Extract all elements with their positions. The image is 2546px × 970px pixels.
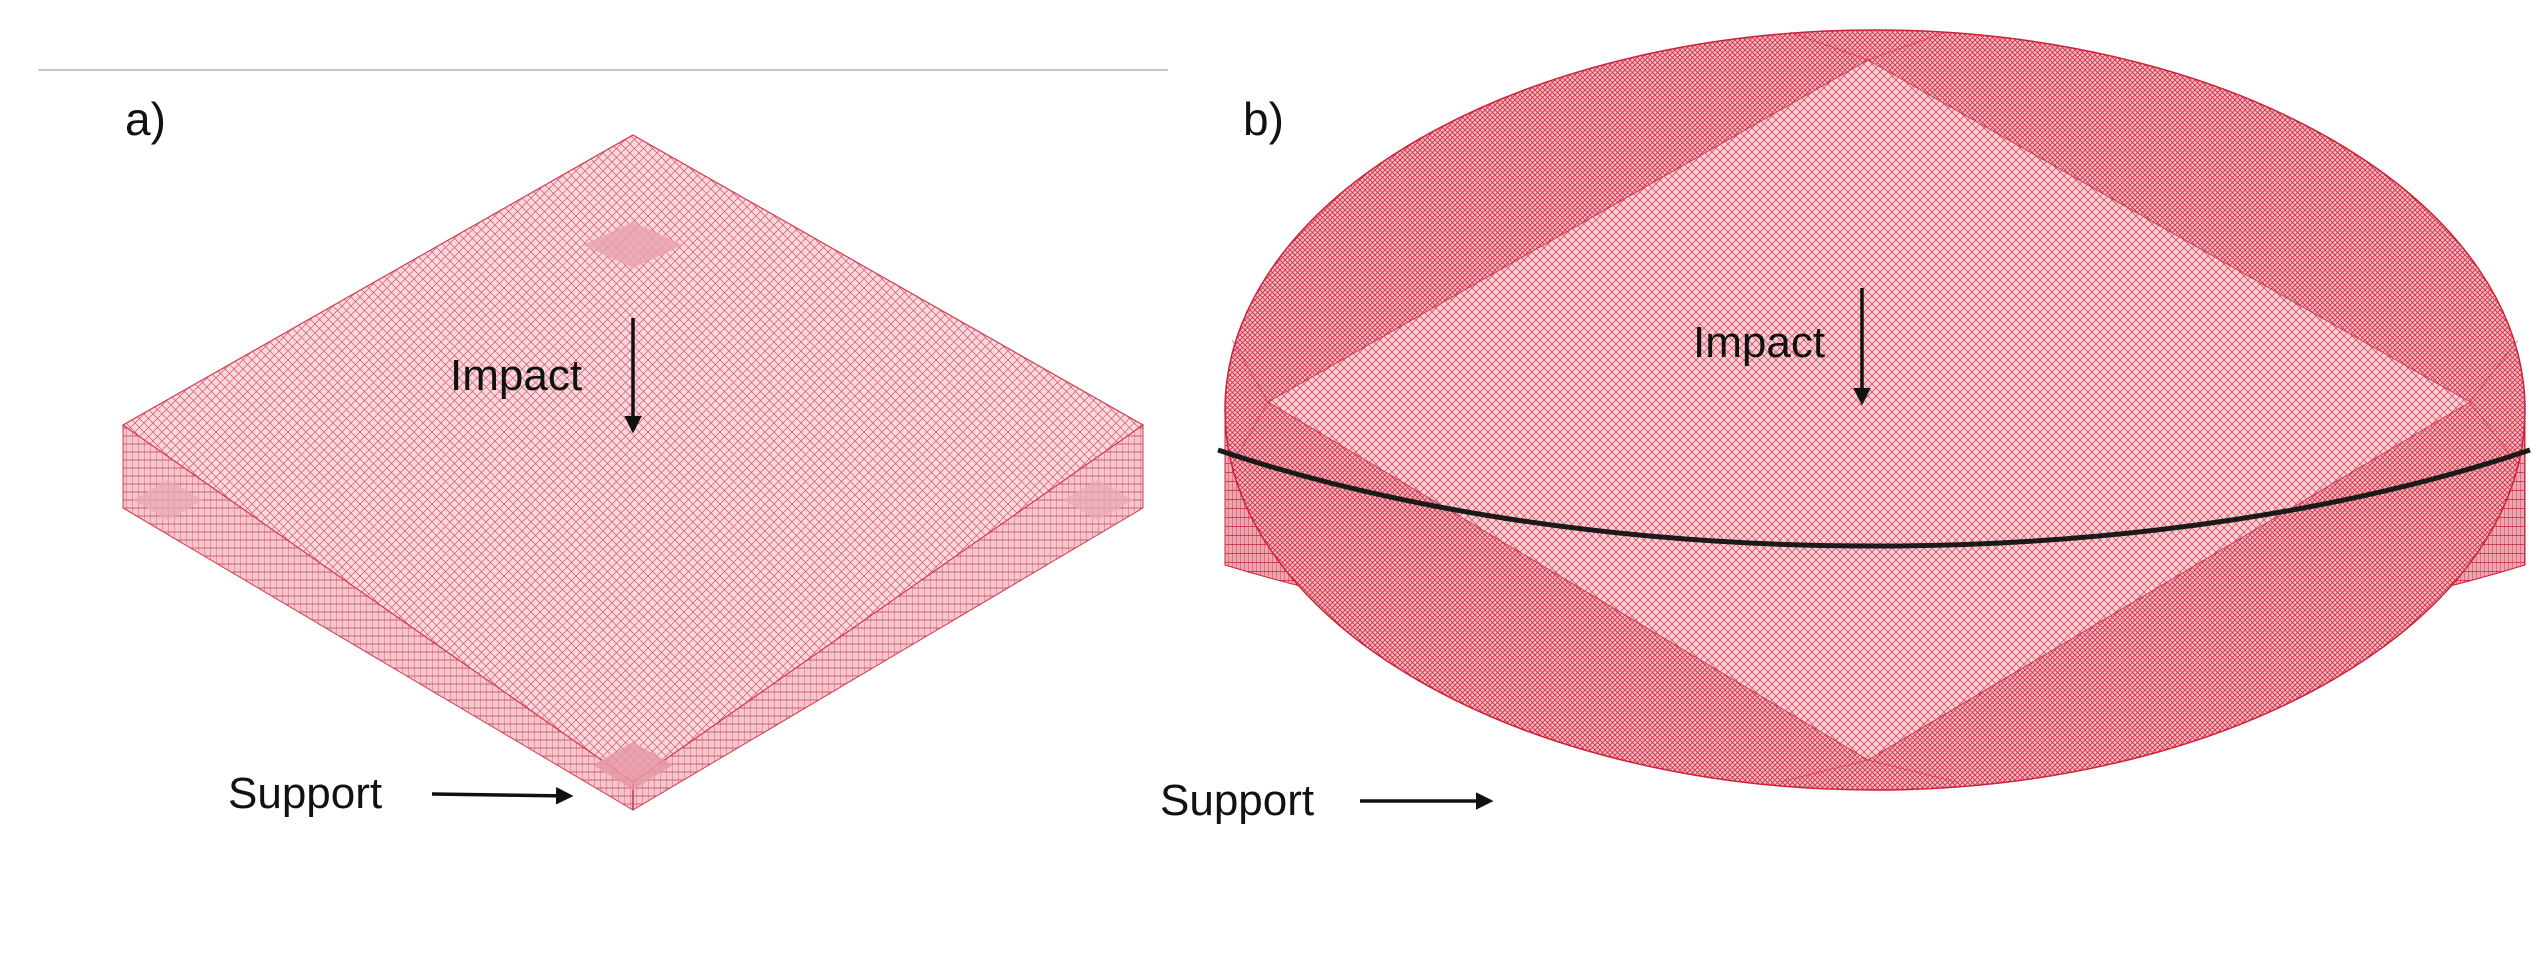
- panel-a-support-arrow: [431, 787, 574, 805]
- panel-b-label: b): [1243, 93, 1284, 145]
- panel-b: b) Impact Support: [1160, 29, 2531, 825]
- panel-b-impact-label: Impact: [1693, 318, 1825, 367]
- panel-a-support-label: Support: [228, 769, 382, 818]
- support-zone-left: [133, 480, 203, 520]
- support-zone-front: [593, 742, 673, 790]
- panel-a-label: a): [125, 93, 166, 145]
- support-ring-front: [1217, 447, 2531, 549]
- panel-b-support-label: Support: [1160, 776, 1314, 825]
- panel-a: a) Impact Support: [121, 93, 1145, 818]
- impact-zone-mesh: [583, 222, 683, 268]
- panel-a-impact-label: Impact: [450, 351, 582, 400]
- support-zone-right: [1063, 480, 1133, 520]
